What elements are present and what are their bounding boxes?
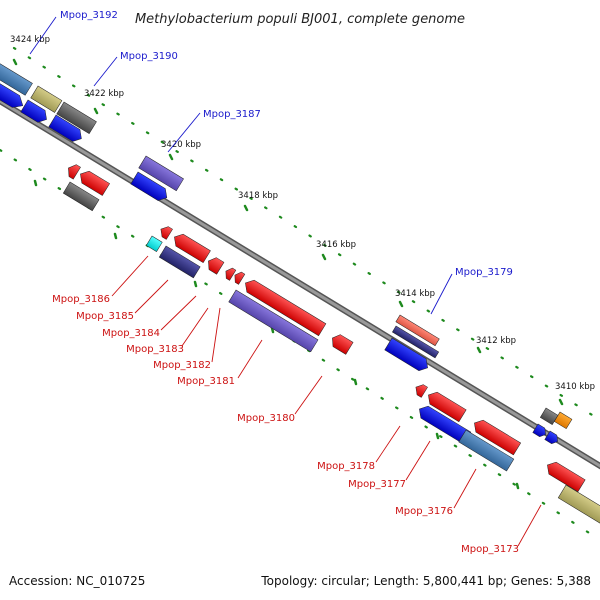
tick-label-3416: 3416 kbp — [316, 240, 356, 250]
tick-dots — [0, 46, 600, 542]
gene-blue-5[interactable] — [384, 337, 432, 374]
gene-purple-2[interactable] — [228, 289, 319, 353]
label-mpop-3192[interactable]: Mpop_3192 — [60, 10, 118, 21]
gene-mpop-3186[interactable] — [145, 235, 163, 252]
gene-grey-3[interactable] — [62, 181, 100, 212]
gene-red-top-2[interactable] — [77, 168, 110, 196]
label-mpop-3187[interactable]: Mpop_3187 — [203, 109, 261, 120]
gene-mpop-3192[interactable] — [0, 59, 33, 96]
reverse-labels: Mpop_3186 Mpop_3185 Mpop_3184 Mpop_3183 … — [52, 294, 519, 555]
gene-blue-6[interactable] — [532, 423, 548, 439]
gene-olive-2[interactable] — [557, 484, 600, 525]
forward-labels: Mpop_3192 Mpop_3190 Mpop_3187 Mpop_3179 — [60, 10, 513, 278]
map-title: Methylobacterium populi BJ001, complete … — [135, 12, 465, 27]
forward-callouts — [29, 16, 453, 315]
label-mpop-3182[interactable]: Mpop_3182 — [153, 360, 211, 371]
gene-red-top-1[interactable] — [65, 162, 81, 180]
gene-blue-7[interactable] — [544, 430, 560, 446]
label-mpop-3190[interactable]: Mpop_3190 — [120, 51, 178, 62]
tick-label-3410: 3410 kbp — [555, 382, 595, 392]
tick-label-3418: 3418 kbp — [238, 191, 278, 201]
gene-mpop-3190[interactable] — [0, 79, 26, 112]
label-mpop-3176[interactable]: Mpop_3176 — [395, 506, 453, 517]
gene-mpop-3185[interactable] — [158, 245, 201, 279]
major-ticks-outer — [12, 58, 564, 406]
gene-mpop-3181[interactable] — [242, 277, 327, 337]
gene-blue-4[interactable] — [130, 171, 171, 204]
gene-mpop-3173[interactable] — [544, 459, 586, 493]
gene-red-small-1[interactable] — [158, 224, 173, 240]
label-mpop-3186[interactable]: Mpop_3186 — [52, 294, 110, 305]
gene-navy-1[interactable] — [392, 325, 440, 359]
gene-blue-2[interactable] — [20, 99, 50, 125]
label-mpop-3180[interactable]: Mpop_3180 — [237, 413, 295, 424]
reverse-callouts — [111, 255, 542, 547]
gene-mpop-3183[interactable] — [223, 266, 237, 281]
accession-text: Accession: NC_010725 — [9, 574, 145, 588]
gene-red-small-2[interactable] — [413, 382, 428, 398]
tick-label-3420: 3420 kbp — [161, 140, 201, 150]
label-mpop-3185[interactable]: Mpop_3185 — [76, 311, 134, 322]
major-ticks-inner — [33, 179, 520, 490]
outer-dotted-row — [12, 46, 600, 422]
gene-mpop-3184[interactable] — [205, 255, 225, 275]
forward-genes — [0, 59, 573, 446]
tick-labels: 3424 kbp 3422 kbp 3420 kbp 3418 kbp 3416… — [10, 35, 595, 392]
inner-dotted-row — [0, 148, 600, 542]
label-mpop-3173[interactable]: Mpop_3173 — [461, 544, 519, 555]
tick-label-3414: 3414 kbp — [395, 289, 435, 299]
gene-mpop-3179[interactable] — [395, 314, 440, 347]
gene-mpop-3178[interactable] — [425, 389, 467, 423]
reverse-genes — [62, 162, 600, 525]
label-mpop-3184[interactable]: Mpop_3184 — [102, 328, 160, 339]
label-mpop-3177[interactable]: Mpop_3177 — [348, 479, 406, 490]
gene-blue-3[interactable] — [48, 114, 85, 145]
gene-grey-1[interactable] — [56, 101, 97, 135]
gene-mpop-3180[interactable] — [329, 332, 354, 355]
gene-red-mid-1[interactable] — [171, 231, 211, 264]
gene-mpop-3182[interactable] — [232, 270, 246, 285]
tick-label-3422: 3422 kbp — [84, 89, 124, 99]
tick-label-3412: 3412 kbp — [476, 336, 516, 346]
gene-orange-1[interactable] — [553, 411, 573, 430]
gene-mpop-3176[interactable] — [458, 429, 515, 472]
topology-text: Topology: circular; Length: 5,800,441 bp… — [260, 574, 591, 588]
label-mpop-3178[interactable]: Mpop_3178 — [317, 461, 375, 472]
gene-red-mid-2[interactable] — [471, 417, 522, 456]
label-mpop-3181[interactable]: Mpop_3181 — [177, 376, 235, 387]
gene-olive-1[interactable] — [30, 85, 63, 113]
label-mpop-3179[interactable]: Mpop_3179 — [455, 267, 513, 278]
label-mpop-3183[interactable]: Mpop_3183 — [126, 344, 184, 355]
gene-mpop-3187[interactable] — [138, 155, 184, 192]
genome-backbone — [0, 97, 600, 470]
tick-label-3424: 3424 kbp — [10, 35, 50, 45]
